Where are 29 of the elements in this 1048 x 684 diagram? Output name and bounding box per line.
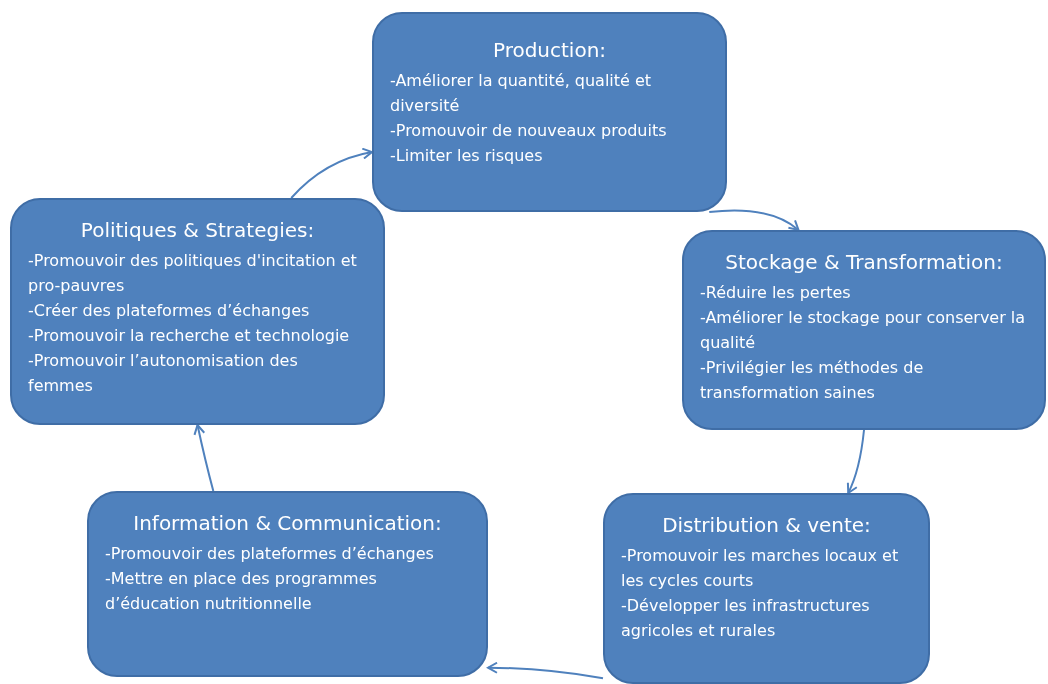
bullet-text: -Promouvoir les marches locaux et les cycles courts	[621, 545, 900, 592]
bullet-text: -Mettre en place des programmes d’éducation nutritionnelle	[105, 568, 378, 615]
bullet-text: -Limiter les risques	[390, 145, 544, 167]
box-heading: Distribution & vente:	[661, 513, 872, 537]
bullet-text: -Promouvoir de nouveaux produits	[390, 120, 668, 142]
bullet-text: -Améliorer le stockage pour conserver la qualité	[700, 307, 1027, 354]
arrow	[290, 147, 373, 199]
box-heading: Politiques & Strategies:	[79, 218, 316, 242]
arrow	[193, 424, 215, 492]
bullet-text: -Réduire les pertes	[700, 282, 852, 304]
bullet-text: -Développer les infrastructures agricoles et rurales	[621, 595, 871, 642]
process-box	[10, 198, 385, 425]
bullet-text: -Améliorer la quantité, qualité et diversité	[390, 70, 653, 117]
arrow	[487, 661, 604, 680]
bullet-text: -Promouvoir l’autonomisation des femmes	[28, 350, 299, 397]
process-box	[682, 230, 1046, 430]
process-box	[603, 493, 930, 684]
box-heading: Information & Communication:	[132, 511, 443, 535]
bullet-text: -Promouvoir des politiques d'incitation et pro-pauvres	[28, 250, 358, 297]
bullet-text: -Privilégier les méthodes de transformation saines	[700, 357, 925, 404]
arrow	[846, 429, 865, 494]
process-box	[87, 491, 488, 677]
bullet-text: -Promouvoir la recherche et technologie	[28, 325, 351, 347]
arrow	[708, 209, 800, 231]
bullet-text: -Promouvoir des plateformes d’échanges	[105, 543, 435, 565]
process-box	[372, 12, 727, 212]
box-heading: Production:	[491, 38, 608, 62]
box-heading: Stockage & Transformation:	[724, 250, 1004, 274]
bullet-text: -Créer des plateformes d’échanges	[28, 300, 311, 322]
